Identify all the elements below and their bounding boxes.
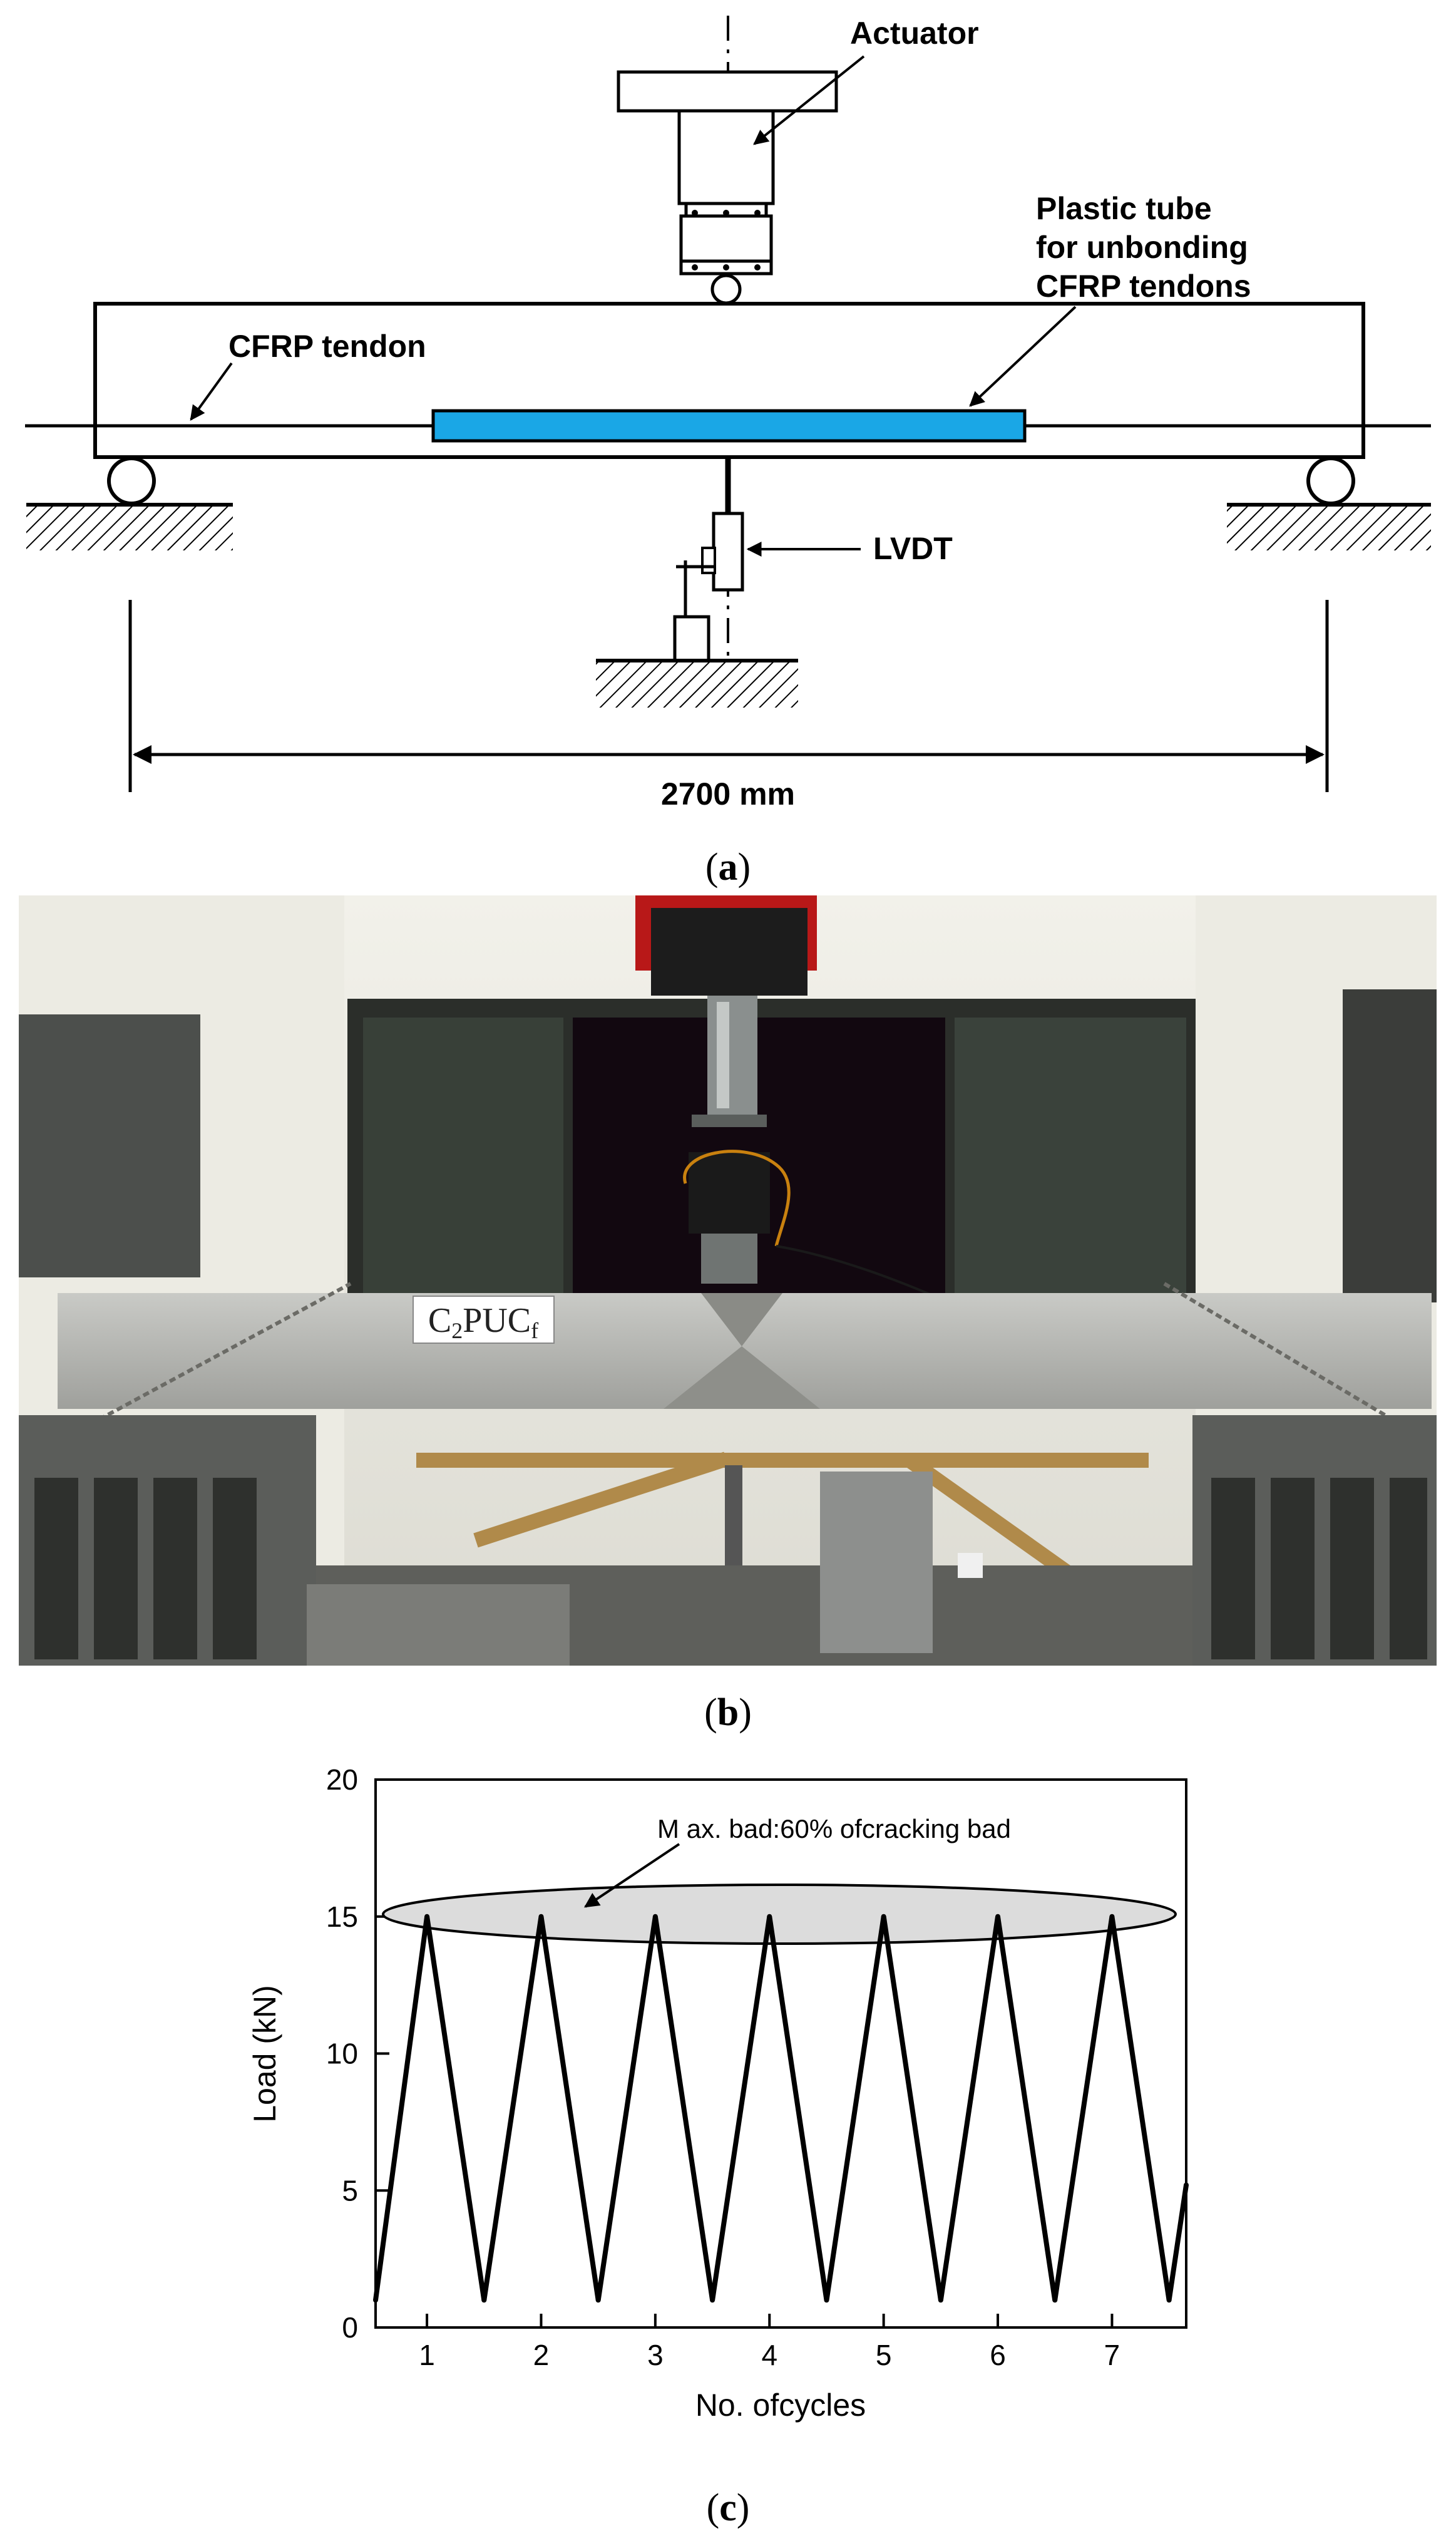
data-point bbox=[1184, 2182, 1189, 2188]
label-plastic-tube-3: CFRP tendons bbox=[1036, 269, 1251, 304]
arrow-actuator bbox=[753, 55, 865, 145]
label-span: 2700 mm bbox=[661, 776, 795, 812]
panel-b-photo: C2PUCf bbox=[19, 895, 1437, 1666]
data-point bbox=[824, 2297, 829, 2303]
x-tick-label: 7 bbox=[1104, 2339, 1120, 2371]
data-point bbox=[481, 2297, 487, 2303]
x-tick-label: 1 bbox=[419, 2339, 435, 2371]
caption-c: (c) bbox=[707, 2487, 750, 2529]
arrow-plastic-tube bbox=[969, 306, 1077, 407]
label-cfrp-tendon: CFRP tendon bbox=[228, 329, 426, 364]
caption-b: (b) bbox=[704, 1691, 752, 1734]
data-point bbox=[995, 1914, 1001, 1919]
x-axis-label: No. ofcycles bbox=[695, 2388, 866, 2423]
x-tick-label: 2 bbox=[533, 2339, 550, 2371]
data-point bbox=[881, 1914, 886, 1919]
data-point bbox=[1109, 1914, 1115, 1919]
plastic-tube bbox=[431, 409, 1027, 443]
data-point bbox=[538, 1914, 544, 1919]
data-point bbox=[373, 2297, 378, 2303]
x-axis: 1 2 3 4 5 6 7 bbox=[419, 2314, 1120, 2371]
lvdt-assembly bbox=[596, 457, 798, 708]
arrow-annotation bbox=[584, 1843, 680, 1908]
panel-c-chart: 0 5 10 15 20 1 2 3 4 5 6 7 M ax. bad:60% ofcrackin… bbox=[247, 1763, 1189, 2423]
actuator bbox=[617, 70, 838, 305]
arrow-cfrp-tendon bbox=[190, 362, 233, 421]
specimen-tag bbox=[413, 1296, 555, 1344]
x-tick-label: 3 bbox=[647, 2339, 664, 2371]
label-plastic-tube-2: for unbonding bbox=[1036, 230, 1248, 265]
right-support bbox=[1227, 456, 1431, 550]
data-point bbox=[938, 2297, 943, 2303]
label-plastic-tube-1: Plastic tube bbox=[1036, 191, 1212, 226]
y-tick-label: 20 bbox=[326, 1763, 358, 1796]
data-point bbox=[424, 1914, 430, 1919]
max-load-ellipse bbox=[382, 1884, 1177, 1945]
x-tick-label: 4 bbox=[761, 2339, 777, 2371]
x-tick-label: 6 bbox=[990, 2339, 1006, 2371]
left-support bbox=[26, 456, 233, 550]
load-series-line bbox=[373, 1916, 1189, 2301]
data-point bbox=[767, 1914, 772, 1919]
y-tick-label: 15 bbox=[326, 1900, 358, 1933]
data-point bbox=[595, 2297, 601, 2303]
y-tick-label: 0 bbox=[342, 2311, 358, 2344]
y-tick-label: 10 bbox=[326, 2038, 358, 2070]
data-point bbox=[710, 2297, 715, 2303]
data-point bbox=[1052, 2297, 1058, 2303]
label-actuator: Actuator bbox=[850, 16, 979, 51]
y-tick-label: 5 bbox=[342, 2174, 358, 2207]
data-point bbox=[1166, 2297, 1172, 2303]
load-series-points bbox=[373, 1914, 1189, 2303]
span-dimension bbox=[128, 600, 1329, 792]
data-point bbox=[652, 1914, 658, 1919]
specimen-tag-text: C2PUCf bbox=[428, 1301, 538, 1343]
y-axis-label: Load (kN) bbox=[247, 1985, 282, 2123]
label-lvdt: LVDT bbox=[873, 531, 953, 566]
annotation-max-load: M ax. bad:60% ofcracking bad bbox=[657, 1814, 1011, 1843]
x-tick-label: 5 bbox=[876, 2339, 892, 2371]
y-axis: 0 5 10 15 20 bbox=[326, 1763, 389, 2344]
caption-a: (a) bbox=[705, 846, 751, 889]
panel-a-schematic: Actuator Plastic tube for unbonding CFRP… bbox=[25, 16, 1431, 812]
